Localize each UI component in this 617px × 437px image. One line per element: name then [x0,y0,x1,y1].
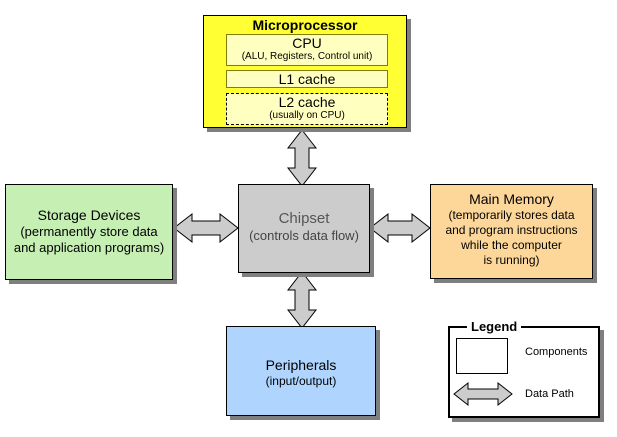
l2-cache-label: L2 cache [278,94,336,110]
cpu-detail: (ALU, Registers, Control unit) [241,51,373,62]
legend-component-swatch [456,338,508,374]
peripherals-label: Peripherals [265,357,337,373]
l2-cache-box: L2 cache (usually on CPU) [226,93,388,125]
l1-cache-box: L1 cache [226,70,388,88]
l1-cache-label: L1 cache [278,71,336,87]
chipset-box: Chipset (controls data flow) [238,184,370,273]
memory-label: Main Memory [469,191,554,207]
legend-title: Legend [467,320,522,334]
legend-data-path-label: Data Path [525,388,574,400]
legend-data-path-icon [453,381,513,407]
legend-box: Legend Components Data Path [448,320,600,418]
memory-detail-line: and program instructions [445,223,578,237]
storage-devices-box: Storage Devices (permanently store data … [5,184,173,280]
legend-components-label: Components [525,346,588,358]
microprocessor-box: Microprocessor CPU (ALU, Registers, Cont… [203,15,407,128]
storage-detail-line: and application programs) [13,240,165,255]
arrow-storage-chipset [173,212,239,244]
peripherals-box: Peripherals (input/output) [226,326,376,416]
peripherals-detail: (input/output) [265,374,337,388]
cpu-box: CPU (ALU, Registers, Control unit) [226,34,388,66]
cpu-label: CPU [292,35,322,51]
storage-label: Storage Devices [37,207,141,223]
chipset-label: Chipset [278,210,330,227]
arrow-chipset-peripherals [286,271,318,329]
memory-detail-line: while the computer [461,238,562,252]
memory-detail-line: is running) [483,253,540,267]
microprocessor-title: Microprocessor [252,17,358,33]
memory-detail-line: (temporarily stores data [448,208,575,222]
l2-cache-detail: (usually on CPU) [269,110,345,121]
storage-detail-line: (permanently store data [20,224,158,239]
chipset-detail: (controls data flow) [249,228,359,243]
main-memory-box: Main Memory (temporarily stores data and… [430,184,593,279]
arrow-chipset-memory [369,212,431,244]
arrow-micro-chipset [286,129,318,187]
